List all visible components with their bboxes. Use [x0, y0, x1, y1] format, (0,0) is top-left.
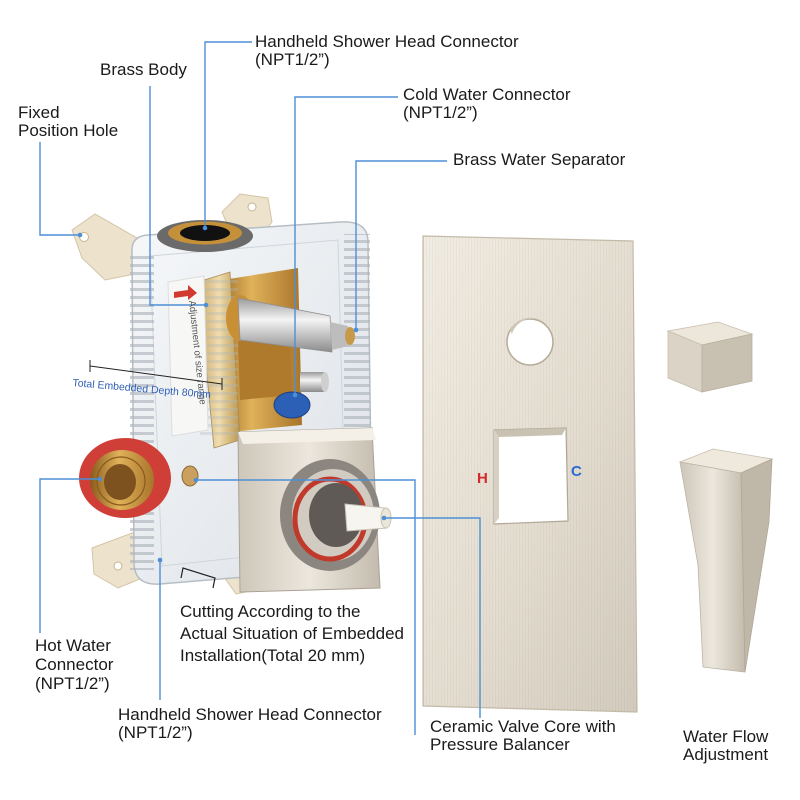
callout-label-handheld-connector-top: Handheld Shower Head Connector (NPT1/2”) [255, 33, 519, 69]
sticker-arrow-icon [174, 285, 197, 300]
brass-water-separator [226, 295, 355, 353]
lever-front-face [679, 461, 746, 673]
callout-line-3: Installation(Total 20 mm) [180, 646, 366, 665]
separator-brass-tip [345, 327, 355, 345]
separator-cartridge [237, 297, 333, 353]
size-adjust-sticker [167, 275, 209, 437]
callout-line-2: Adjustment [683, 745, 769, 764]
lever-side-face [740, 458, 773, 673]
top-fitting-opening [180, 225, 230, 241]
mounting-ear-top-left [71, 213, 138, 281]
callout-label-brass-water-separator: Brass Water Separator [453, 151, 625, 169]
callout-label-fixed-position-hole: Fixed Position Hole [18, 104, 118, 140]
callout-dot-hot-water [97, 476, 103, 482]
callout-title: Cold Water Connector [403, 85, 571, 104]
callout-title: Handheld Shower Head Connector [255, 32, 519, 51]
mounting-hole-bottom-left [113, 561, 123, 571]
trim-plate-round-hole [506, 318, 554, 366]
brass-body [197, 268, 302, 449]
round-hole-shadow [510, 317, 548, 334]
callout-label-cutting-note: Cutting According to the Actual Situatio… [180, 601, 404, 667]
callout-line-2: Connector [35, 655, 114, 674]
callout-lines [39, 41, 481, 735]
nickel-block-top [238, 428, 376, 444]
callout-line-1: Fixed [18, 103, 60, 122]
callout-line-2: Position Hole [18, 121, 119, 140]
callout-line-cold-water [294, 96, 398, 395]
callout-line-3: (NPT1/2”) [35, 674, 110, 693]
nickel-valve-block [237, 427, 392, 593]
callout-dot-ceramic-core [381, 515, 387, 521]
cold-small-fitting-end [321, 372, 329, 392]
sticker-background [167, 275, 209, 437]
callout-line-separator [355, 160, 447, 330]
mounting-hole-top-right [247, 202, 257, 212]
callout-label-cold-water-connector: Cold Water Connector (NPT1/2”) [403, 86, 571, 122]
lever-handle [678, 448, 774, 673]
callout-line-ceramic-core [384, 517, 481, 718]
callout-line-1: Cutting According to the [180, 602, 361, 621]
callout-line-handheld-top [204, 41, 252, 228]
callout-dot-cold-water [292, 392, 298, 398]
cube-right-face [701, 333, 753, 393]
callout-title: Brass Body [100, 60, 187, 79]
callout-dot-fixed-hole [77, 232, 83, 238]
separator-stem [330, 322, 348, 350]
callout-line-1: Hot Water [35, 636, 111, 655]
callout-title: Brass Water Separator [453, 150, 626, 169]
rough-in-valve [71, 193, 392, 595]
callout-label-hot-water-connector: Hot Water Connector (NPT1/2”) [35, 636, 113, 693]
callout-line-2: Pressure Balancer [430, 735, 570, 754]
callout-dot-separator [353, 327, 359, 333]
cold-small-fitting [300, 372, 325, 392]
callout-line-pressure-balancer [196, 479, 416, 735]
hot-mark: H [477, 470, 488, 487]
callout-dot-brass-body [203, 302, 209, 308]
cold-mark: C [571, 463, 582, 480]
callout-spec: (NPT1/2”) [403, 103, 478, 122]
cold-o-ring [273, 391, 311, 419]
callout-label-water-flow-adjustment: Water Flow Adjustment [683, 728, 768, 764]
callout-line-brass-body [149, 86, 206, 306]
embedded-depth-dimension-line [89, 360, 223, 390]
cutting-bracket [180, 567, 216, 589]
trim-plate-square-hole [493, 427, 569, 525]
hot-thread-ring [96, 456, 146, 506]
callout-dot-pressure-balancer [193, 477, 199, 483]
callout-dot-handheld-bottom [157, 557, 163, 563]
hot-opening [104, 464, 136, 500]
handheld-connector-top-fitting [157, 220, 253, 252]
hot-water-inlet [79, 438, 171, 518]
callout-line-hot-water [39, 478, 100, 633]
callout-label-brass-body: Brass Body [100, 61, 187, 79]
callout-label-ceramic-valve-core: Ceramic Valve Core with Pressure Balance… [430, 718, 616, 754]
cold-water-fitting [273, 372, 329, 419]
square-hole-left-bevel [494, 430, 499, 524]
pressure-balancer-fitting [181, 465, 199, 487]
callout-label-handheld-connector-bottom: Handheld Shower Head Connector (NPT1/2”) [118, 706, 382, 742]
cube-piece [666, 321, 754, 393]
callout-spec: (NPT1/2”) [255, 50, 330, 69]
callout-line-2: Actual Situation of Embedded [180, 624, 404, 643]
callout-dot-handheld-top [202, 225, 208, 231]
trim-plate [422, 235, 638, 713]
brass-stand [238, 335, 292, 400]
callout-line-1: Water Flow [683, 727, 769, 746]
callout-spec: (NPT1/2”) [118, 723, 193, 742]
square-hole-top-bevel [494, 428, 566, 437]
dimension-marks [89, 360, 223, 589]
callout-line-fixed-hole [39, 142, 80, 236]
callout-line-1: Ceramic Valve Core with [430, 717, 616, 736]
callout-title: Handheld Shower Head Connector [118, 705, 382, 724]
